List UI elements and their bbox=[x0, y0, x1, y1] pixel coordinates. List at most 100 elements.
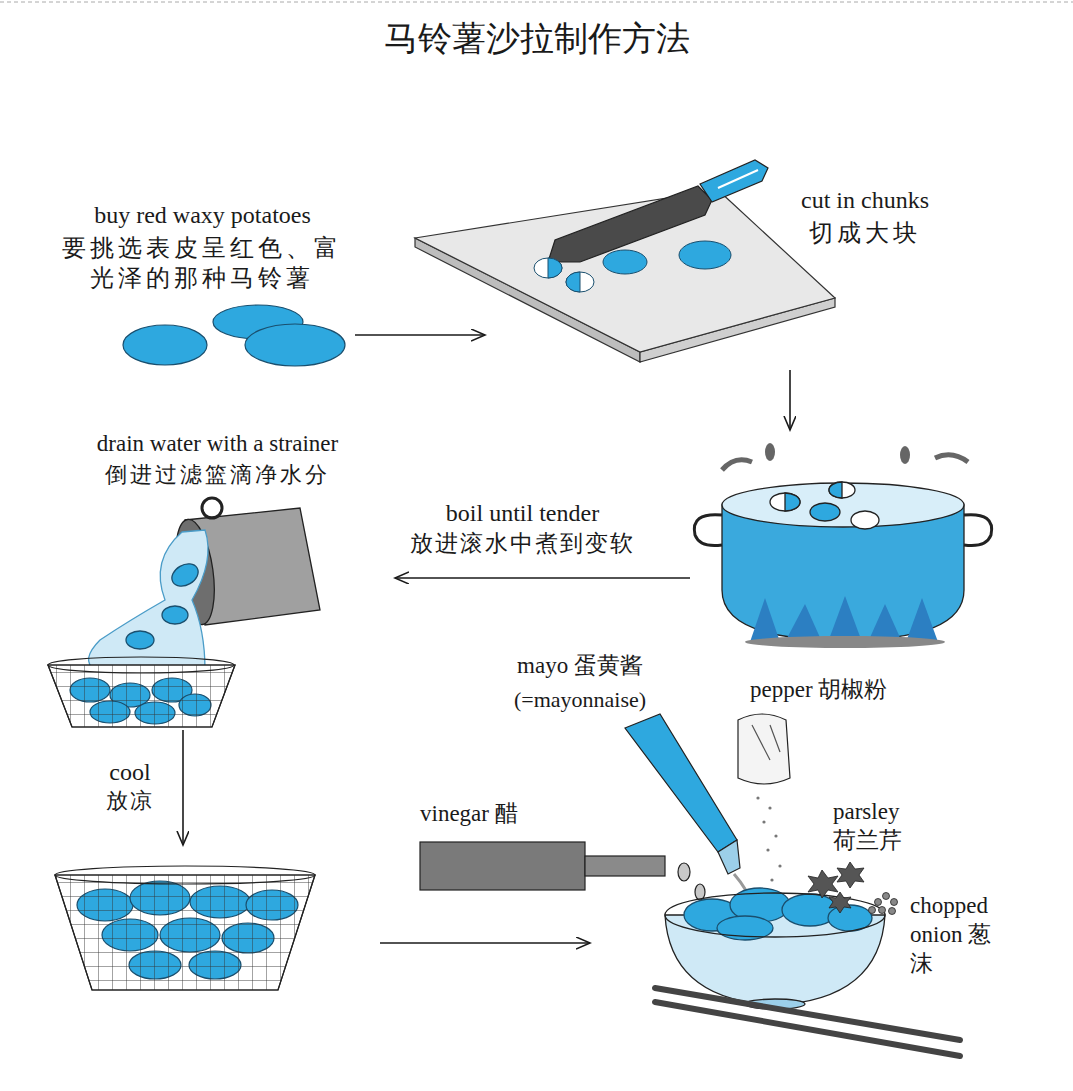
potato-chunks-part bbox=[548, 258, 562, 278]
step-caption: parsley 荷兰芹 bbox=[833, 798, 921, 856]
knife-part bbox=[718, 170, 758, 188]
pepper-shaker-part bbox=[756, 796, 781, 881]
step-caption: 要挑选表皮呈红色、富光泽的那种马铃薯 bbox=[52, 233, 352, 293]
strainer bbox=[48, 657, 235, 727]
pepper-shaker-part-part bbox=[770, 878, 773, 881]
step-node: cool放凉 bbox=[40, 845, 380, 985]
diagram-title: 马铃薯沙拉制作方法 bbox=[0, 18, 1073, 59]
step-caption: pepper 胡椒粉 bbox=[750, 676, 960, 705]
potato-chunks-part bbox=[534, 258, 562, 278]
pouring-pot-part-part bbox=[168, 559, 202, 590]
step-caption: cut in chunks bbox=[775, 185, 955, 215]
parsley-part bbox=[837, 862, 864, 888]
boiling-pot-part bbox=[745, 636, 945, 648]
step-node: drain water with a strainer倒进过滤篮滴净水分 bbox=[40, 425, 395, 730]
step-caption: buy red waxy potatoes bbox=[50, 200, 355, 230]
knife bbox=[548, 160, 768, 262]
parsley-part bbox=[829, 892, 851, 913]
pepper-shaker-part-part bbox=[778, 864, 781, 867]
step-caption: 倒进过滤篮滴净水分 bbox=[40, 461, 395, 489]
flow-arrow bbox=[789, 370, 791, 430]
step-caption: 放进滚水中煮到变软 bbox=[380, 530, 665, 559]
pouring-pot-part-part bbox=[126, 631, 154, 649]
boiling-pot-part bbox=[694, 515, 722, 546]
chopped-onion-part bbox=[879, 907, 886, 914]
vinegar-bottle bbox=[420, 842, 705, 900]
boiling-pot-part-part bbox=[828, 596, 862, 642]
boiling-pot-part bbox=[770, 493, 800, 511]
chopsticks-part bbox=[655, 1002, 960, 1056]
pepper-shaker-part-part bbox=[774, 834, 777, 837]
pouring-pot-part bbox=[202, 498, 222, 518]
boiling-pot-part bbox=[722, 483, 964, 527]
strainer-part bbox=[48, 665, 235, 727]
chopped-onion-part bbox=[869, 907, 876, 914]
step-caption: mayo 蛋黄酱 bbox=[480, 652, 680, 681]
flow-arrow bbox=[182, 730, 184, 845]
salad-bowl-part bbox=[665, 893, 885, 937]
step-caption: 切成大块 bbox=[775, 218, 955, 248]
pepper-shaker-part bbox=[738, 714, 790, 784]
potatoes-part bbox=[123, 325, 207, 365]
boiling-pot-part bbox=[964, 515, 992, 546]
cooling-basket-part bbox=[55, 866, 315, 884]
pepper-shaker-part-part bbox=[756, 796, 759, 799]
chopped-onion-part bbox=[875, 899, 882, 906]
boiling-pot-part bbox=[829, 482, 842, 498]
step-caption: cool bbox=[95, 757, 165, 787]
pouring-pot bbox=[89, 498, 320, 670]
pepper-shaker-part-part bbox=[766, 848, 769, 851]
potatoes bbox=[123, 305, 345, 366]
step-caption: chopped onion 葱沫 bbox=[910, 892, 1010, 978]
boiling-pot-part bbox=[722, 460, 752, 470]
pepper-shaker-part-part bbox=[762, 820, 765, 823]
pepper-shaker bbox=[738, 714, 790, 882]
boiling-pot-part-part bbox=[750, 598, 780, 642]
vinegar-bottle-part bbox=[420, 842, 585, 890]
cooling-basket-part bbox=[55, 875, 315, 990]
pepper-shaker-part bbox=[752, 725, 780, 760]
step-caption: boil until tender bbox=[380, 498, 665, 528]
mayo-tube-part bbox=[718, 840, 740, 874]
pouring-pot-part bbox=[126, 559, 202, 649]
boiling-pot-part bbox=[765, 443, 775, 461]
step-caption: drain water with a strainer bbox=[40, 430, 395, 459]
cooling-basket bbox=[55, 866, 315, 990]
strainer-part bbox=[48, 657, 234, 673]
potato-chunks-part bbox=[566, 272, 580, 292]
boiling-pot-part bbox=[750, 596, 938, 642]
step-node: mayo 蛋黄酱(=mayonnaise)pepper 胡椒粉vinegar 醋… bbox=[590, 660, 1050, 1060]
boiling-pot-part bbox=[785, 493, 800, 511]
page-border bbox=[0, 2, 1073, 3]
mayo-tube-part bbox=[625, 714, 737, 852]
pepper-shaker-part-part bbox=[768, 806, 771, 809]
chopsticks bbox=[655, 988, 960, 1056]
potato-chunks-part bbox=[566, 272, 594, 292]
boiling-pot-part-part bbox=[906, 598, 938, 642]
boiling-pot bbox=[694, 443, 991, 648]
flow-arrow bbox=[395, 577, 690, 579]
boiling-pot-part bbox=[851, 511, 879, 529]
step-node: buy red waxy potatoes要挑选表皮呈红色、富光泽的那种马铃薯 bbox=[50, 195, 355, 370]
knife-part bbox=[700, 160, 768, 202]
chopped-onion bbox=[869, 893, 898, 915]
boiling-pot-part bbox=[829, 482, 855, 498]
pouring-pot-part-part bbox=[162, 606, 188, 624]
vinegar-bottle-part bbox=[695, 884, 705, 900]
step-caption: (=mayonnaise) bbox=[480, 686, 680, 714]
parsley bbox=[808, 862, 864, 913]
parsley-part bbox=[808, 870, 838, 898]
step-node: boil until tender放进滚水中煮到变软 bbox=[690, 430, 980, 645]
potatoes-part bbox=[245, 324, 345, 366]
chopsticks-part bbox=[655, 988, 960, 1040]
mayo-tube bbox=[625, 714, 752, 905]
vinegar-bottle-part bbox=[585, 856, 665, 876]
step-caption: vinegar 醋 bbox=[420, 800, 580, 829]
flow-arrow bbox=[380, 942, 590, 944]
cooling-basket-part bbox=[55, 875, 315, 990]
strainer-part bbox=[48, 665, 235, 727]
potato-chunks-part bbox=[603, 250, 647, 274]
step-node: cut in chunks切成大块 bbox=[485, 150, 965, 370]
potato-chunks bbox=[534, 241, 731, 292]
